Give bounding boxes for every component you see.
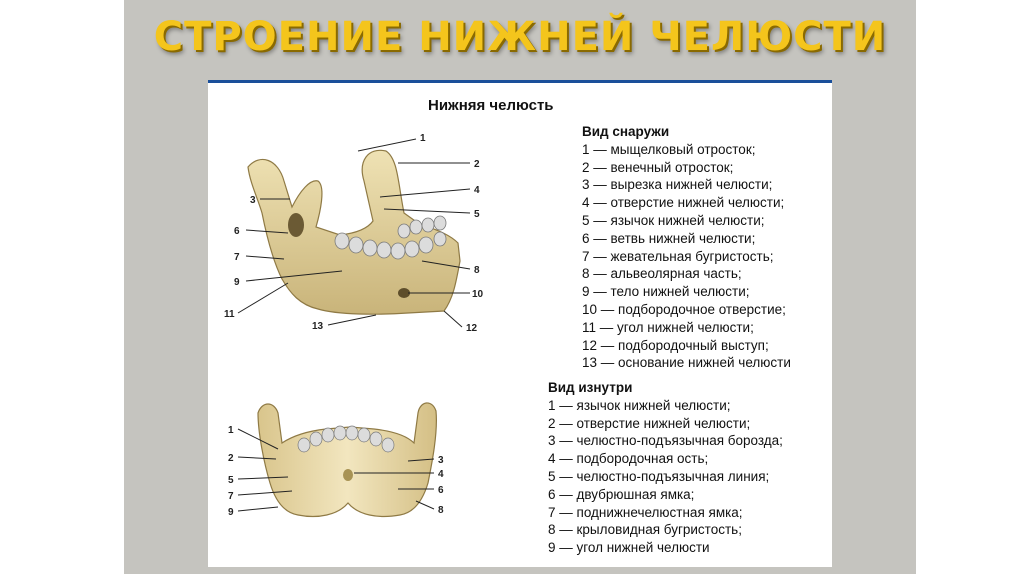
- legend-inner-item: 1 — язычок нижней челюсти;: [548, 397, 783, 415]
- legend-outer-item: 13 — основание нижней челюсти: [582, 354, 791, 372]
- legend-outer-item: 10 — подбородочное отверстие;: [582, 301, 791, 319]
- legend-outer-item: 4 — отверстие нижней челюсти;: [582, 194, 791, 212]
- outer-label-13: 13: [312, 321, 324, 332]
- legend-outer-heading: Вид снаружи: [582, 123, 791, 141]
- outer-view-mandible: 1 2 3 4 5 6 7 8 9 10 11 12 13: [224, 133, 484, 334]
- legend-inner-item: 5 — челюстно-подъязычная линия;: [548, 468, 783, 486]
- mental-spine-mark: [343, 469, 353, 481]
- outer-label-11: 11: [224, 309, 235, 320]
- outer-label-2: 2: [474, 159, 480, 170]
- legend-inner-item: 2 — отверстие нижней челюсти;: [548, 415, 783, 433]
- inner-label-2: 2: [228, 453, 234, 464]
- inner-label-9: 9: [228, 507, 234, 518]
- slide: СТРОЕНИЕ НИЖНЕЙ ЧЕЛЮСТИ Нижняя челюсть: [124, 0, 916, 574]
- outer-label-4: 4: [474, 185, 480, 196]
- legend-inner-item: 9 — угол нижней челюсти: [548, 539, 783, 557]
- legend-outer: Вид снаружи 1 — мыщелковый отросток; 2 —…: [582, 123, 791, 372]
- legend-inner-item: 4 — подбородочная ость;: [548, 450, 783, 468]
- legend-outer-item: 12 — подбородочный выступ;: [582, 337, 791, 355]
- inner-mandible-shape: [258, 403, 436, 517]
- inner-label-8: 8: [438, 505, 444, 516]
- inner-label-1: 1: [228, 425, 234, 436]
- legend-outer-item: 8 — альвеолярная часть;: [582, 265, 791, 283]
- mandibular-foramen-mark: [288, 213, 304, 237]
- outer-label-9: 9: [234, 277, 240, 288]
- outer-label-10: 10: [472, 289, 484, 300]
- outer-label-8: 8: [474, 265, 480, 276]
- outer-label-12: 12: [466, 323, 478, 334]
- legend-outer-item: 7 — жевательная бугристость;: [582, 248, 791, 266]
- slide-title: СТРОЕНИЕ НИЖНЕЙ ЧЕЛЮСТИ: [124, 14, 916, 60]
- legend-inner-item: 3 — челюстно-подъязычная борозда;: [548, 432, 783, 450]
- figure-card: Нижняя челюсть: [208, 80, 832, 567]
- inner-view-mandible: 1 2 3 4 5 6 7 8 9: [228, 403, 444, 518]
- inner-label-4: 4: [438, 469, 444, 480]
- outer-label-6: 6: [234, 226, 240, 237]
- legend-outer-item: 5 — язычок нижней челюсти;: [582, 212, 791, 230]
- legend-inner-heading: Вид изнутри: [548, 379, 783, 397]
- legend-inner: Вид изнутри 1 — язычок нижней челюсти; 2…: [548, 379, 783, 557]
- legend-inner-item: 8 — крыловидная бугристость;: [548, 521, 783, 539]
- inner-label-6: 6: [438, 485, 444, 496]
- legend-outer-item: 9 — тело нижней челюсти;: [582, 283, 791, 301]
- legend-outer-item: 6 — ветвь нижней челюсти;: [582, 230, 791, 248]
- inner-label-7: 7: [228, 491, 234, 502]
- inner-label-3: 3: [438, 455, 444, 466]
- outer-label-1: 1: [420, 133, 426, 144]
- outer-label-7: 7: [234, 252, 240, 263]
- legend-outer-item: 2 — венечный отросток;: [582, 159, 791, 177]
- legend-outer-item: 11 — угол нижней челюсти;: [582, 319, 791, 337]
- legend-inner-item: 6 — двубрюшная ямка;: [548, 486, 783, 504]
- legend-outer-item: 1 — мыщелковый отросток;: [582, 141, 791, 159]
- legend-outer-item: 3 — вырезка нижней челюсти;: [582, 176, 791, 194]
- legend-inner-item: 7 — поднижнечелюстная ямка;: [548, 504, 783, 522]
- outer-label-5: 5: [474, 209, 480, 220]
- inner-label-5: 5: [228, 475, 234, 486]
- outer-label-3: 3: [250, 195, 256, 206]
